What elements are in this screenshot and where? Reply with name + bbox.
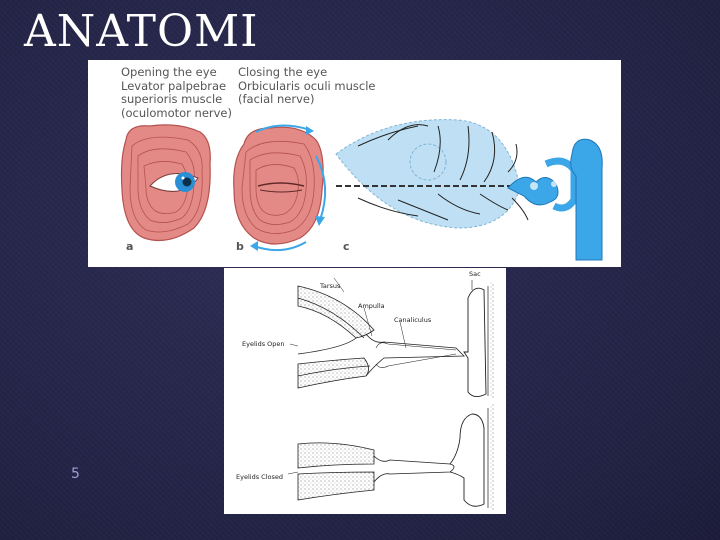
lacrimal-drainage-figure: Sac Tarsus Ampulla Canaliculus Eyelids O… bbox=[224, 268, 506, 514]
opening-eye-muscle-line1: Levator palpebrae bbox=[121, 78, 227, 93]
open-eye-drawing bbox=[120, 124, 211, 241]
closing-eye-muscle: Orbicularis oculi muscle bbox=[238, 78, 376, 93]
label-tarsus: Tarsus bbox=[320, 282, 341, 290]
lacrimal-drainage-illustration bbox=[287, 277, 494, 510]
panel-label-a: a bbox=[126, 240, 134, 253]
label-sac: Sac bbox=[469, 270, 481, 278]
eyelid-muscle-figure: Opening the eye Levator palpebrae superi… bbox=[88, 60, 621, 267]
slide-title: ANATOMI bbox=[24, 6, 259, 57]
eyelid-muscle-illustration bbox=[120, 119, 603, 261]
closed-eye-drawing bbox=[233, 124, 327, 252]
opening-eye-caption: Opening the eye Levator palpebrae superi… bbox=[121, 65, 232, 120]
label-eyelids-closed: Eyelids Closed bbox=[236, 473, 283, 481]
lacrimal-pump-drawing bbox=[335, 119, 603, 261]
page-number: 5 bbox=[71, 466, 80, 482]
panel-label-b: b bbox=[236, 240, 244, 253]
closing-eye-nerve: (facial nerve) bbox=[238, 92, 315, 106]
opening-eye-muscle-line2: superioris muscle bbox=[121, 92, 223, 106]
label-canaliculus: Canaliculus bbox=[394, 316, 432, 324]
eyelids-closed-drawing bbox=[287, 404, 494, 510]
opening-eye-title: Opening the eye bbox=[121, 65, 217, 79]
label-ampulla: Ampulla bbox=[358, 302, 385, 310]
panel-label-c: c bbox=[343, 240, 350, 253]
closing-eye-title: Closing the eye bbox=[238, 65, 328, 79]
eyelids-open-drawing bbox=[289, 277, 494, 398]
closing-eye-caption: Closing the eye Orbicularis oculi muscle… bbox=[238, 65, 376, 107]
opening-eye-nerve: (oculomotor nerve) bbox=[121, 105, 232, 120]
label-eyelids-open: Eyelids Open bbox=[242, 340, 285, 348]
